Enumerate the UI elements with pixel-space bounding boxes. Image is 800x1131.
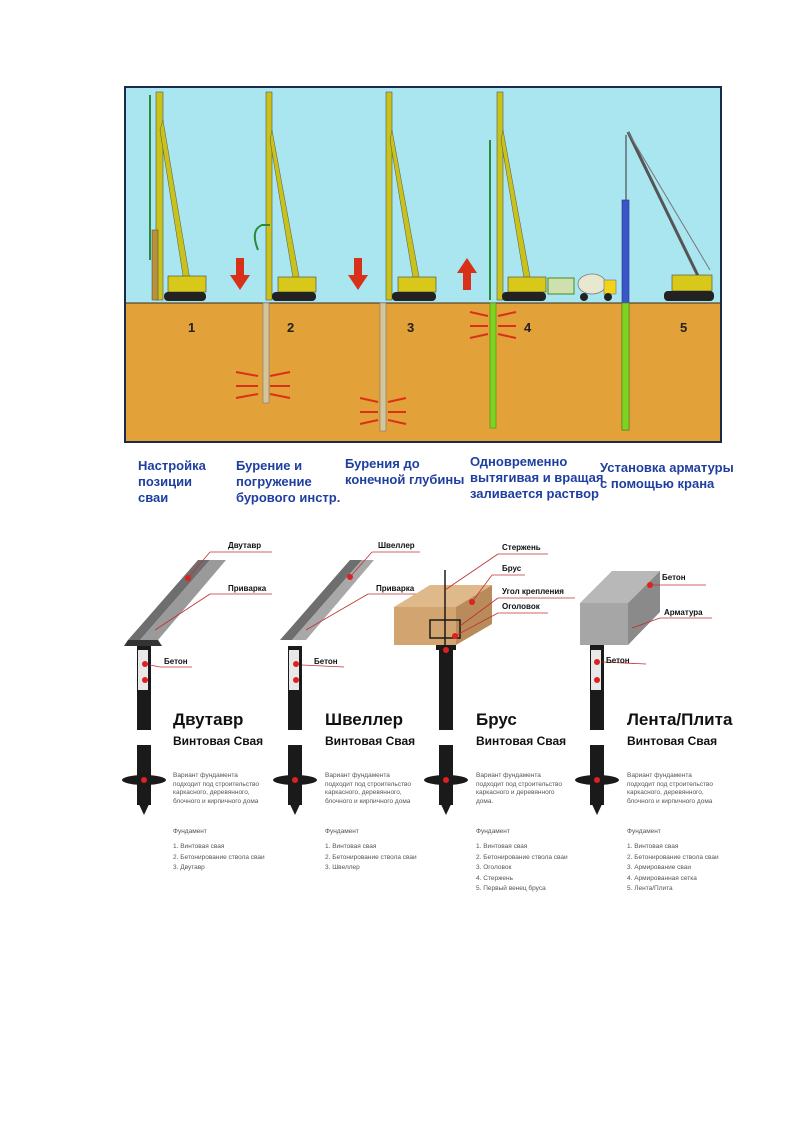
list-item: 2. Бетонирование ствола сваи: [173, 853, 265, 861]
pile-description-timber: Вариант фундамента подходит под строител…: [476, 772, 563, 805]
pile-drawing-ibeam: Двутавр Приварка Бетон: [122, 541, 272, 815]
callout-concrete-label: Бетон: [164, 657, 188, 666]
pile-description-channel: Вариант фундамента подходит под строител…: [325, 772, 412, 805]
callout-channel-label: Швеллер: [378, 541, 415, 550]
step-number-2: 2: [287, 320, 294, 335]
step-number-1: 1: [188, 320, 195, 335]
list-item: 3. Швеллер: [325, 864, 360, 871]
pile-subtitle-ibeam: Винтовая Свая: [173, 734, 264, 748]
sky-area: [125, 87, 721, 303]
pile-drawing-slab: Бетон Арматура Бетон: [575, 571, 712, 815]
pile-subtitle-slab: Винтовая Свая: [627, 734, 718, 748]
list-item: 3. Армирование сваи: [627, 864, 692, 871]
crawler-crane-5: [621, 131, 714, 431]
pile-drawing-timber: Стержень Брус Угол крепления Оголовок: [394, 543, 575, 815]
list-item: 5. Лента/Плита: [627, 885, 673, 892]
list-item: 1. Винтовая свая: [173, 843, 225, 850]
callout-angle-label: Угол крепления: [502, 587, 564, 596]
pile-description-ibeam: Вариант фундамента подходит под строител…: [173, 772, 260, 805]
step-number-5: 5: [680, 320, 687, 335]
pile-list-title-timber: Фундамент: [476, 828, 510, 835]
list-item: 5. Первый венец бруса: [476, 885, 546, 892]
pile-list-channel: 1. Винтовая свая 2. Бетонирование ствола…: [325, 842, 417, 874]
list-item: 4. Армированная сетка: [627, 874, 697, 882]
pile-drawing-channel: Швеллер Приварка Бетон: [273, 541, 420, 815]
pile-title-channel: Швеллер: [325, 710, 403, 729]
list-item: 4. Стержень: [476, 874, 513, 882]
drill-rig-2: [253, 91, 317, 404]
list-item: 2. Бетонирование ствола сваи: [476, 853, 568, 861]
pile-title-timber: Брус: [476, 710, 517, 729]
pile-subtitle-channel: Винтовая Свая: [325, 734, 416, 748]
list-item: 1. Винтовая свая: [476, 843, 528, 850]
direction-arrows: [230, 258, 477, 290]
step-caption-5: Установка арматуры с помощью крана: [600, 460, 734, 491]
pile-title-slab: Лента/Плита: [627, 710, 733, 729]
step-caption-4: Одновременно вытягивая и вращая заливает…: [470, 454, 604, 501]
pile-list-ibeam: 1. Винтовая свая 2. Бетонирование ствола…: [173, 842, 265, 874]
drill-rig-1: [149, 91, 207, 301]
callout-weld-label-2: Приварка: [376, 584, 415, 593]
callout-concrete-label-4: Бетон: [606, 656, 630, 665]
callout-cap-label: Оголовок: [502, 602, 541, 611]
step-caption-3: Бурения до конечной глубины: [345, 456, 465, 487]
drilling-process-panel: 1 2 3 4 5: [124, 86, 722, 443]
list-item: 3. Двутавр: [173, 864, 205, 871]
step-caption-2: Бурение и погружение бурового инстр.: [236, 458, 341, 505]
pile-list-timber: 1. Винтовая свая 2. Бетонирование ствола…: [476, 842, 568, 895]
callout-timber-label: Брус: [502, 564, 522, 573]
pile-description-slab: Вариант фундамента подходит под строител…: [627, 772, 714, 805]
list-item: 1. Винтовая свая: [325, 843, 377, 850]
pile-subtitle-timber: Винтовая Свая: [476, 734, 567, 748]
step-caption-1: Настройка позиции сваи: [138, 458, 206, 505]
pressure-arrows: [235, 311, 517, 425]
panel-frame: [124, 86, 722, 443]
callout-rebar-label: Арматура: [664, 608, 703, 617]
list-item: 1. Винтовая свая: [627, 843, 679, 850]
list-item: 3. Оголовок: [476, 864, 512, 871]
soil-area: [125, 303, 721, 442]
pile-list-title-slab: Фундамент: [627, 828, 661, 835]
step-number-4: 4: [524, 320, 532, 335]
callout-rod-label: Стержень: [502, 543, 541, 552]
pile-list-title-ibeam: Фундамент: [173, 828, 207, 835]
callout-ibeam-label: Двутавр: [228, 541, 261, 550]
drill-rig-4: [489, 91, 617, 429]
list-item: 2. Бетонирование ствола сваи: [627, 853, 719, 861]
list-item: 2. Бетонирование ствола сваи: [325, 853, 417, 861]
drill-rig-3: [379, 91, 437, 432]
pile-title-ibeam: Двутавр: [173, 710, 244, 729]
step-number-3: 3: [407, 320, 414, 335]
callout-concrete-label-2: Бетон: [314, 657, 338, 666]
callout-weld-label: Приварка: [228, 584, 267, 593]
pile-list-title-channel: Фундамент: [325, 828, 359, 835]
pile-list-slab: 1. Винтовая свая 2. Бетонирование ствола…: [627, 842, 719, 895]
callout-concrete-top-label: Бетон: [662, 573, 686, 582]
